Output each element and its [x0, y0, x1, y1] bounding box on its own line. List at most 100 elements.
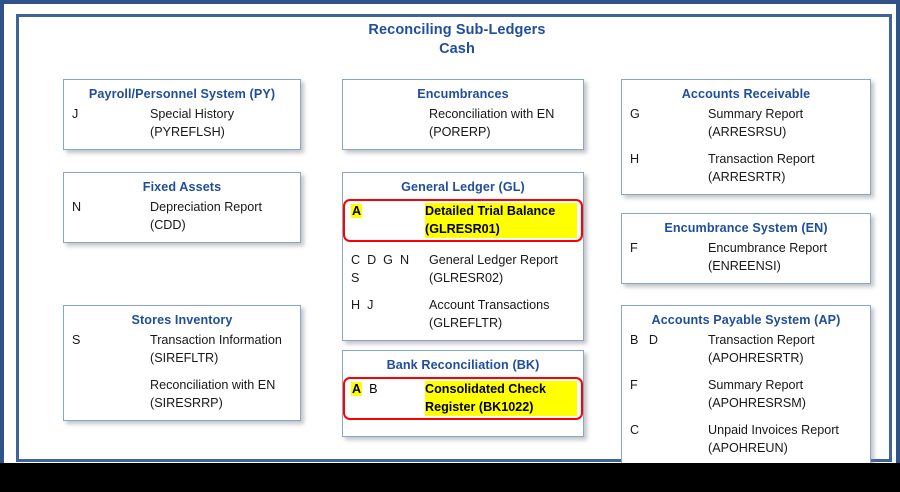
list-item: H Transaction Report (ARRESRTR) — [622, 151, 870, 186]
panel-title: Encumbrances — [417, 87, 509, 101]
row-label-line-2: (GLREFLTR) — [429, 315, 503, 330]
row-label-line-1: General Ledger Report — [429, 253, 558, 267]
diagram-title: Reconciling Sub-Ledgers Cash — [19, 21, 895, 59]
panel-rows: G Summary Report (ARRESRSU) H Transactio… — [622, 106, 870, 194]
panel-rows: F Encumbrance Report (ENREENSI) — [622, 240, 870, 283]
row-codes: G — [630, 107, 640, 121]
row-code-extra: B — [369, 382, 378, 396]
row-label-line-2: (GLRESR02) — [429, 270, 504, 285]
row-label-line-1: Summary Report — [708, 378, 804, 392]
list-item: F Encumbrance Report (ENREENSI) — [622, 240, 870, 275]
row-label-line-1: Encumbrance Report — [708, 241, 828, 255]
row-label-line-2: (APOHREUN) — [708, 440, 788, 455]
panel-rows: S Transaction Information (SIREFLTR) Rec… — [64, 332, 300, 420]
row-label-line-1: Special History — [150, 107, 234, 121]
row-code-highlight: A — [351, 382, 363, 396]
panel-title: Fixed Assets — [142, 180, 222, 194]
panel-general-ledger: General Ledger (GL) A Detailed Trial Bal… — [342, 172, 584, 341]
list-item: C D G N S General Ledger Report (GLRESR0… — [343, 252, 583, 287]
panel-rows: Reconciliation with EN (PORERP) — [343, 106, 583, 149]
diagram-outer-frame: Reconciling Sub-Ledgers Cash Payroll/Per… — [0, 0, 900, 466]
panel-stores-inventory: Stores Inventory S Transaction Informati… — [63, 305, 301, 421]
row-label-line-2: Register (BK1022) — [425, 399, 534, 414]
row-codes: C D G N S — [351, 253, 410, 285]
panel-title: Accounts Receivable — [681, 87, 811, 101]
row-label: Special History (PYREFLSH) — [150, 106, 296, 141]
panel-title: Payroll/Personnel System (PY) — [88, 87, 276, 101]
row-codes: B D — [630, 333, 658, 347]
row-label: Reconciliation with EN (SIRESRRP) — [150, 377, 296, 412]
row-label-line-2: (GLRESR01) — [425, 221, 500, 236]
row-label-line-2: (PORERP) — [429, 124, 491, 139]
list-item: G Summary Report (ARRESRSU) — [622, 106, 870, 141]
row-label-line-1: Account Transactions — [429, 298, 550, 312]
list-item-highlighted: A Detailed Trial Balance (GLRESR01) — [343, 199, 583, 242]
page-title-line-1: Reconciling Sub-Ledgers — [368, 22, 546, 38]
row-label-line-1: Summary Report — [708, 107, 804, 121]
panel-encumbrances: Encumbrances Reconciliation with EN (POR… — [342, 79, 584, 150]
page-title-line-2: Cash — [439, 41, 475, 57]
list-item: H J Account Transactions (GLREFLTR) — [343, 297, 583, 332]
panel-title: Encumbrance System (EN) — [664, 221, 828, 235]
row-codes: S — [72, 333, 81, 347]
row-label-line-2: (APOHRESRSM) — [708, 395, 806, 410]
panel-rows: J Special History (PYREFLSH) — [64, 106, 300, 149]
row-label-line-2: (ARRESRTR) — [708, 169, 786, 184]
row-codes: N — [72, 200, 82, 214]
panel-payroll-personnel-system: Payroll/Personnel System (PY) J Special … — [63, 79, 301, 150]
row-label-line-2: (PYREFLSH) — [150, 124, 225, 139]
list-item: J Special History (PYREFLSH) — [64, 106, 300, 141]
row-label: Reconciliation with EN (PORERP) — [429, 106, 579, 141]
panel-title: General Ledger (GL) — [401, 180, 525, 194]
panel-rows: A Detailed Trial Balance (GLRESR01) C D … — [343, 199, 583, 340]
row-label: Detailed Trial Balance (GLRESR01) — [425, 203, 577, 238]
row-label-line-2: (ARRESRSU) — [708, 124, 787, 139]
row-label-line-2: (ENREENSI) — [708, 258, 781, 273]
list-item: Reconciliation with EN (SIRESRRP) — [64, 377, 300, 412]
row-label: Transaction Report (ARRESRTR) — [708, 151, 866, 186]
row-label: Summary Report (ARRESRSU) — [708, 106, 866, 141]
list-item: B D Transaction Report (APOHRESRTR) — [622, 332, 870, 367]
list-item: F Summary Report (APOHRESRSM) — [622, 377, 870, 412]
row-label-line-1: Transaction Report — [708, 333, 815, 347]
row-label-line-2: (CDD) — [150, 217, 186, 232]
row-code-highlight: A — [351, 204, 363, 218]
row-codes: A — [351, 203, 425, 221]
row-label: Unpaid Invoices Report (APOHREUN) — [708, 422, 866, 457]
row-label: Transaction Information (SIREFLTR) — [150, 332, 296, 367]
panel-title: Bank Reconciliation (BK) — [386, 358, 540, 372]
row-label-line-1: Transaction Report — [708, 152, 815, 166]
row-label: Summary Report (APOHRESRSM) — [708, 377, 866, 412]
panel-encumbrance-system: Encumbrance System (EN) F Encumbrance Re… — [621, 213, 871, 284]
panel-accounts-payable-system: Accounts Payable System (AP) B D Transac… — [621, 305, 871, 466]
row-label: Encumbrance Report (ENREENSI) — [708, 240, 866, 275]
row-label: Consolidated Check Register (BK1022) — [425, 381, 577, 416]
row-label-line-1: Detailed Trial Balance — [425, 204, 556, 218]
row-codes: F — [630, 378, 638, 392]
panel-rows: B D Transaction Report (APOHRESRTR) F Su… — [622, 332, 870, 465]
row-label: General Ledger Report (GLRESR02) — [429, 252, 579, 287]
row-label-line-1: Reconciliation with EN — [429, 107, 555, 121]
row-label-line-1: Depreciation Report — [150, 200, 263, 214]
diagram-inner-frame: Reconciling Sub-Ledgers Cash Payroll/Per… — [16, 14, 895, 466]
row-label-line-2: (SIRESRRP) — [150, 395, 223, 410]
list-item: S Transaction Information (SIREFLTR) — [64, 332, 300, 367]
panel-fixed-assets: Fixed Assets N Depreciation Report (CDD) — [63, 172, 301, 243]
row-label: Depreciation Report (CDD) — [150, 199, 296, 234]
row-label-line-1: Reconciliation with EN — [150, 378, 276, 392]
row-codes: C — [630, 423, 640, 437]
row-label-line-2: (SIREFLTR) — [150, 350, 219, 365]
panel-title: Accounts Payable System (AP) — [651, 313, 841, 327]
row-label-line-1: Unpaid Invoices Report — [708, 423, 839, 437]
row-codes: J — [72, 107, 79, 121]
row-codes: H J — [351, 298, 374, 312]
row-label: Transaction Report (APOHRESRTR) — [708, 332, 866, 367]
row-label-line-2: (APOHRESRTR) — [708, 350, 804, 365]
list-item: N Depreciation Report (CDD) — [64, 199, 300, 234]
bottom-black-bar — [0, 463, 900, 492]
panel-accounts-receivable: Accounts Receivable G Summary Report (AR… — [621, 79, 871, 195]
